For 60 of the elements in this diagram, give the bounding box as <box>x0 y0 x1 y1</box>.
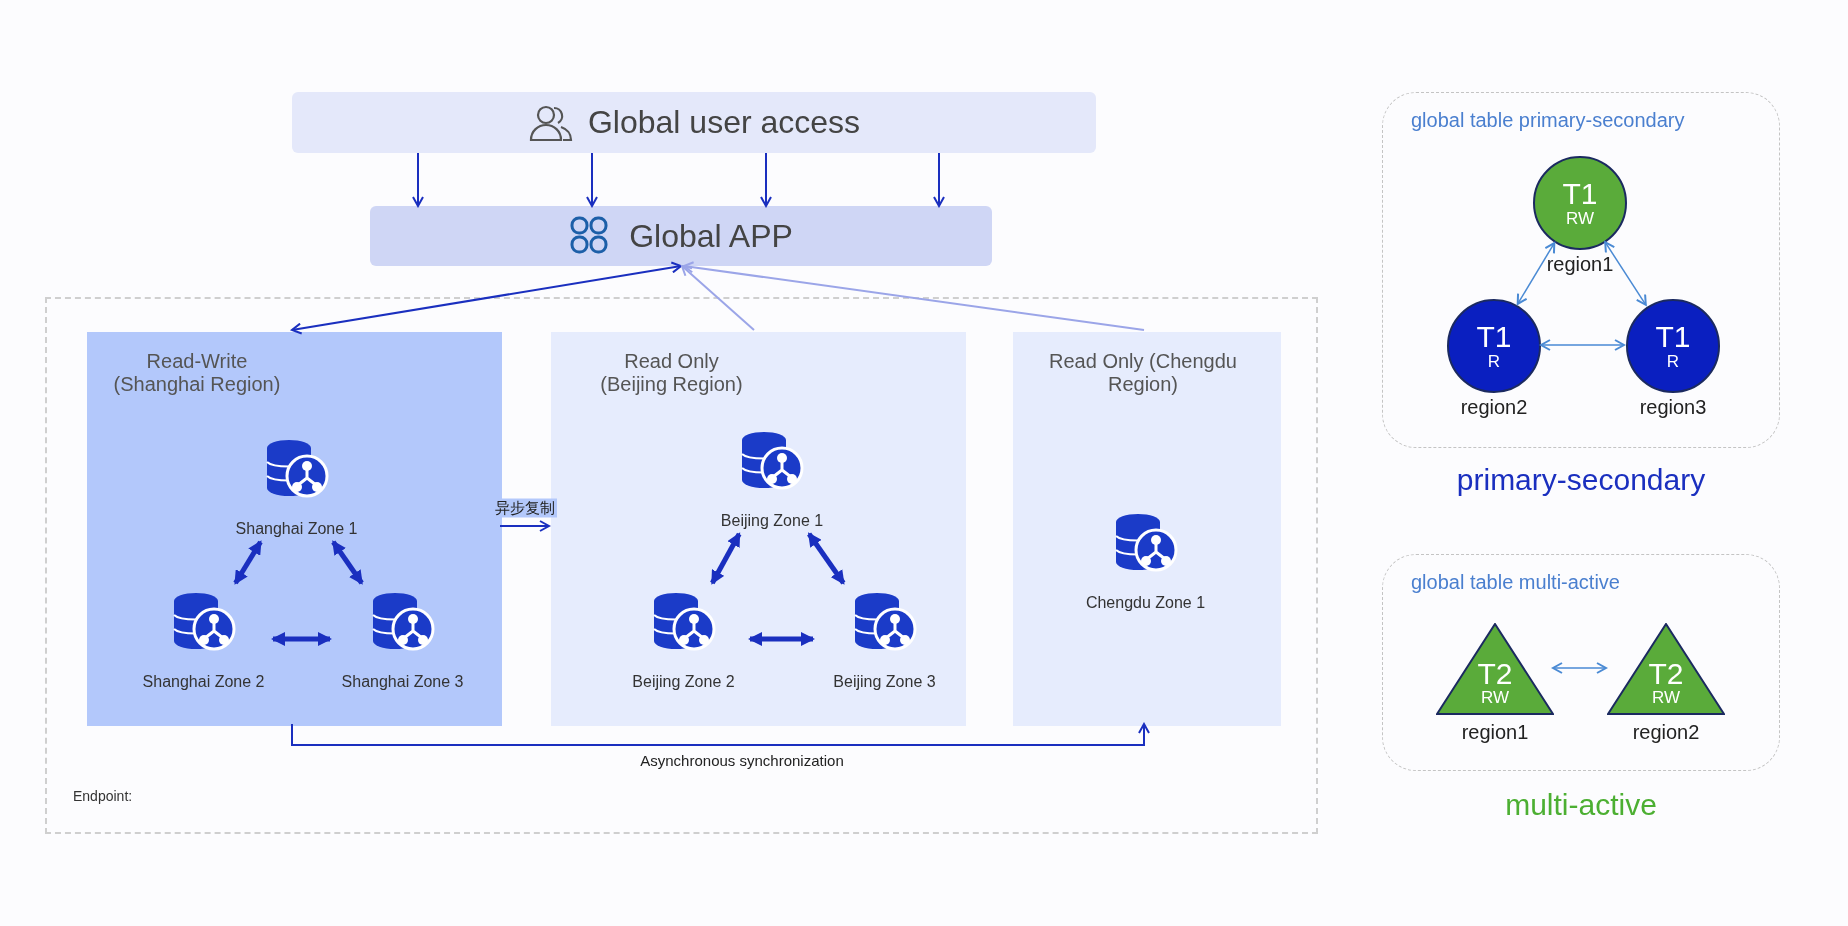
arrow <box>499 520 550 532</box>
node-label: primary-secondary <box>1456 463 1706 497</box>
double-arrow <box>271 632 332 646</box>
double-arrow <box>291 261 682 335</box>
dashed-frame <box>45 297 1318 834</box>
table-name: T2 <box>1648 657 1684 690</box>
region-panel <box>1013 332 1281 726</box>
double-arrow <box>331 540 364 585</box>
double-arrow <box>710 532 742 585</box>
region-title: Read Only (Beijing Region) <box>599 350 744 396</box>
access-mode: RW <box>1566 209 1594 228</box>
double-arrow <box>1604 241 1647 306</box>
double-arrow <box>1540 339 1625 351</box>
table-triangle <box>1436 623 1554 715</box>
arrow <box>683 261 1145 331</box>
arrow <box>681 265 755 331</box>
double-arrow <box>748 632 815 646</box>
table-name: T2 <box>1477 657 1513 690</box>
region-title: Read-Write (Shanghai Region) <box>112 350 282 396</box>
banner-title: Global user access <box>587 104 861 141</box>
access-mode: R <box>1487 352 1501 371</box>
zone-label: Beijing Zone 2 <box>632 673 735 691</box>
dashed-panel <box>1382 554 1780 771</box>
edge-label: 异步复制 <box>493 498 557 518</box>
zone-label: Shanghai Zone 2 <box>142 673 265 691</box>
table-name: T1 <box>1476 321 1512 353</box>
banner-title: Global APP <box>629 217 793 255</box>
node-label: region2 <box>1460 396 1528 419</box>
double-arrow <box>233 540 263 585</box>
region-title: Read Only (Chengdu Region) <box>1048 350 1238 396</box>
banner <box>292 92 1096 153</box>
double-arrow <box>807 532 846 585</box>
double-arrow <box>1552 662 1607 674</box>
zone-label: Beijing Zone 3 <box>833 673 936 691</box>
note-label: Endpoint: <box>73 788 133 804</box>
panel-title: global table multi-active <box>1411 571 1620 594</box>
zone-label: Shanghai Zone 1 <box>235 520 358 538</box>
arrow <box>933 152 945 207</box>
zone-label: Chengdu Zone 1 <box>1085 594 1206 612</box>
table-name: T1 <box>1655 321 1691 353</box>
node-label: region1 <box>1461 721 1529 744</box>
node-label: region1 <box>1546 253 1614 276</box>
access-mode: RW <box>1481 689 1509 707</box>
zone-label: Beijing Zone 1 <box>720 512 824 530</box>
arrow <box>760 152 772 207</box>
banner <box>370 206 992 266</box>
arrow <box>586 152 598 207</box>
arrow <box>412 152 424 207</box>
table-name: T1 <box>1562 178 1598 210</box>
access-mode: RW <box>1652 689 1680 707</box>
arrow <box>291 723 1150 746</box>
double-arrow <box>1516 242 1556 305</box>
table-triangle <box>1607 623 1725 715</box>
panel-title: global table primary-secondary <box>1411 109 1685 132</box>
access-mode: R <box>1666 352 1680 371</box>
zone-label: Shanghai Zone 3 <box>341 673 464 691</box>
node-label: region3 <box>1639 396 1707 419</box>
node-label: region2 <box>1632 721 1700 744</box>
node-label: multi-active <box>1505 788 1657 822</box>
dashed-panel <box>1382 92 1780 448</box>
